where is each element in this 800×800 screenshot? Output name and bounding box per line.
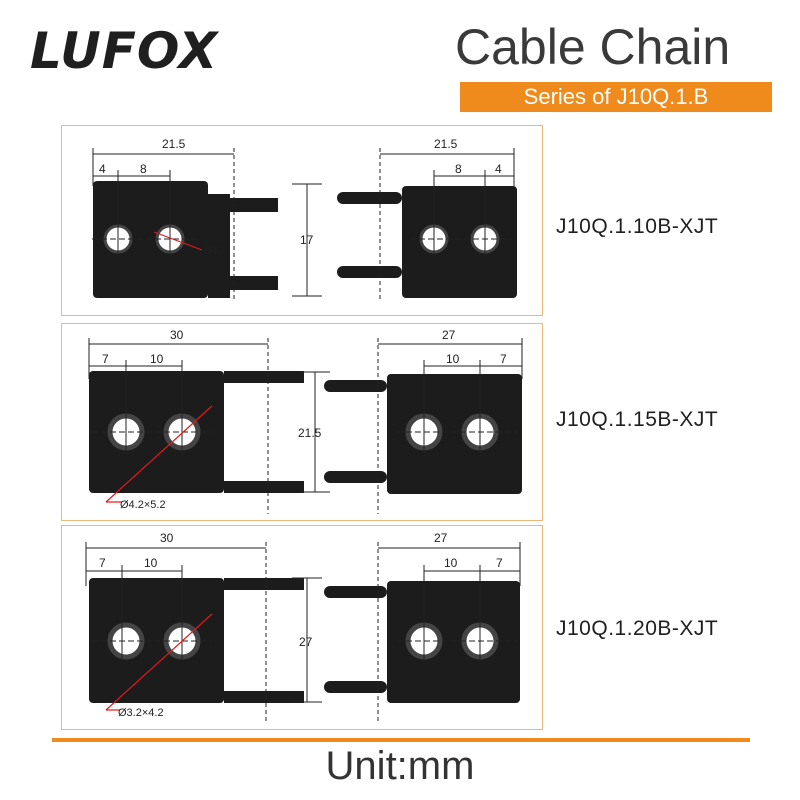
model-label-15b: J10Q.1.15B-XJT	[556, 408, 719, 431]
dim-left-total: 30	[170, 328, 184, 342]
footer-divider	[52, 738, 750, 742]
dim-right-b: 7	[500, 352, 507, 366]
brand-logo: LUFOX	[30, 22, 219, 80]
panel-15b: 30 7 10 27 10 7 21.5 Ø4.2×5.2	[61, 323, 543, 521]
diagram-10b: 21.5 4 8 21.5 8 4 17 Ø3.2	[92, 137, 517, 301]
dim-hole: Ø3.2	[204, 245, 226, 256]
page-title: Cable Chain	[455, 19, 731, 75]
dim-right-a: 8	[455, 162, 462, 176]
dim-hole: Ø4.2×5.2	[120, 499, 166, 511]
diagram-20b: 30 7 10 27 10 7 27 Ø3.2×4.2	[85, 531, 521, 722]
dim-left-a: 4	[99, 162, 106, 176]
dim-right-a: 10	[444, 556, 458, 570]
series-banner: Series of J10Q.1.B	[460, 82, 772, 112]
dim-right-total: 27	[434, 531, 448, 545]
dim-left-total: 30	[160, 531, 174, 545]
series-label: Series of J10Q.1.B	[523, 84, 709, 109]
dim-right-a: 10	[446, 352, 460, 366]
dim-left-total: 21.5	[162, 137, 186, 151]
dim-left-b: 8	[140, 162, 147, 176]
dim-left-b: 10	[144, 556, 158, 570]
model-label-20b: J10Q.1.20B-XJT	[556, 617, 719, 640]
panel-10b: 21.5 4 8 21.5 8 4 17 Ø3.2	[61, 125, 543, 316]
dim-height: 27	[299, 635, 313, 649]
right-link-body	[387, 581, 520, 703]
unit-label: Unit:mm	[325, 744, 475, 788]
diagram-15b: 30 7 10 27 10 7 21.5 Ø4.2×5.2	[88, 328, 523, 514]
model-label-10b: J10Q.1.10B-XJT	[556, 215, 719, 238]
dim-left-a: 7	[99, 556, 106, 570]
dim-right-total: 27	[442, 328, 456, 342]
left-link-arm	[208, 194, 230, 298]
panel-20b: 30 7 10 27 10 7 27 Ø3.2×4.2	[61, 525, 543, 730]
right-link-body	[402, 186, 517, 298]
dim-right-total: 21.5	[434, 137, 458, 151]
right-link-body	[387, 374, 522, 494]
dim-height: 21.5	[298, 426, 322, 440]
dim-left-b: 10	[150, 352, 164, 366]
dim-right-b: 7	[496, 556, 503, 570]
dim-height: 17	[300, 233, 314, 247]
dim-right-b: 4	[495, 162, 502, 176]
dim-hole: Ø3.2×4.2	[118, 707, 164, 719]
dim-left-a: 7	[102, 352, 109, 366]
